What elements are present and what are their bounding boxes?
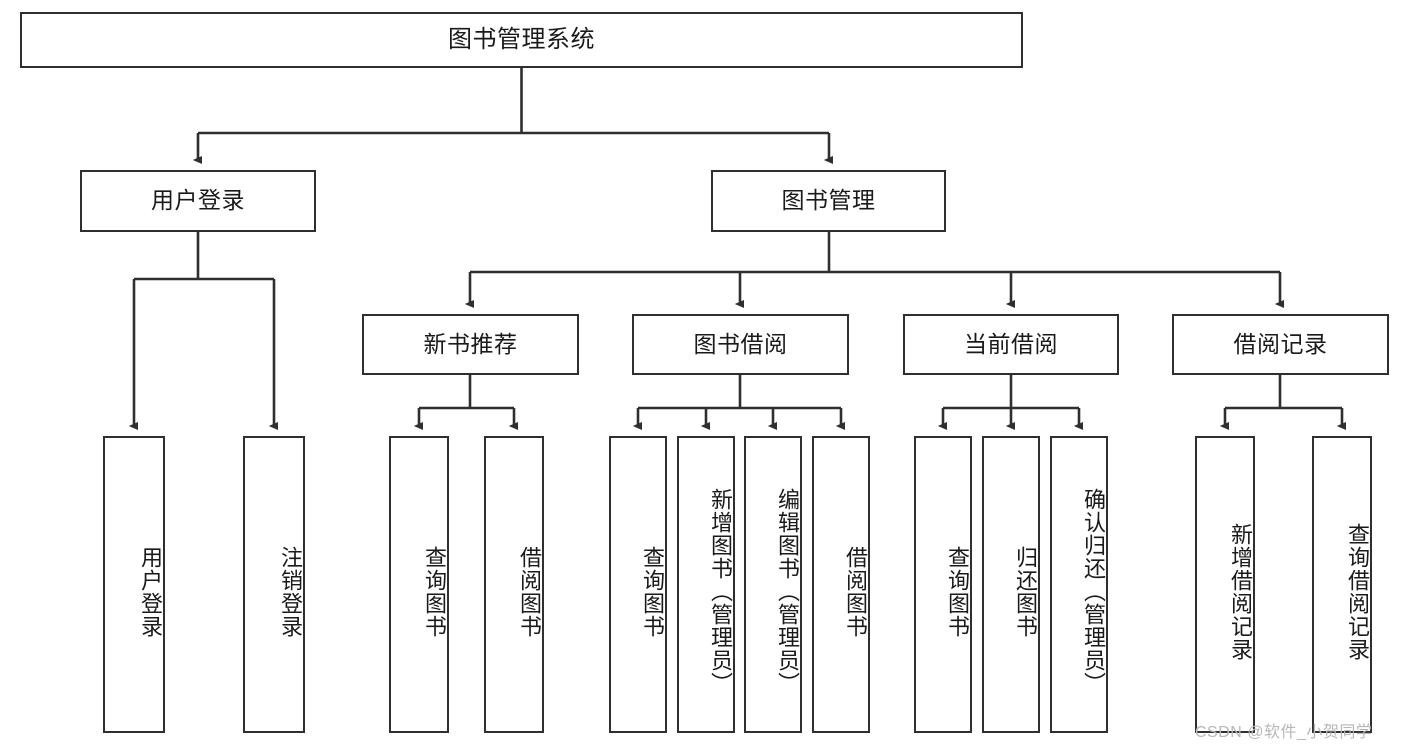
node-leaf-query-book-recommend[interactable]: 查询图书	[389, 436, 449, 733]
node-leaf-return-book[interactable]: 归还图书	[982, 436, 1040, 733]
node-leaf-query-book-current[interactable]: 查询图书	[914, 436, 972, 733]
node-root-book-management-system[interactable]: 图书管理系统	[20, 12, 1023, 68]
node-leaf-edit-book-admin[interactable]: 编辑图书（管理员）	[744, 436, 802, 733]
node-new-book-recommendation[interactable]: 新书推荐	[362, 314, 579, 375]
node-leaf-confirm-return-admin[interactable]: 确认归还（管理员）	[1050, 436, 1108, 733]
node-leaf-query-borrow-record[interactable]: 查询借阅记录	[1312, 436, 1372, 733]
node-leaf-add-book-admin[interactable]: 新增图书（管理员）	[677, 436, 735, 733]
node-leaf-query-book-borrowing[interactable]: 查询图书	[609, 436, 667, 733]
node-user-login[interactable]: 用户登录	[80, 170, 316, 232]
node-leaf-add-borrow-record[interactable]: 新增借阅记录	[1195, 436, 1255, 733]
node-leaf-logout[interactable]: 注销登录	[243, 436, 305, 733]
node-current-borrowing[interactable]: 当前借阅	[903, 314, 1119, 375]
csdn-watermark: CSDN @软件_小贺同学	[1195, 724, 1373, 741]
node-leaf-borrow-book[interactable]: 借阅图书	[812, 436, 870, 733]
node-borrowing-records[interactable]: 借阅记录	[1172, 314, 1389, 375]
node-book-borrowing[interactable]: 图书借阅	[632, 314, 849, 375]
node-leaf-user-login[interactable]: 用户登录	[103, 436, 165, 733]
node-leaf-borrow-book-recommend[interactable]: 借阅图书	[484, 436, 544, 733]
node-book-management[interactable]: 图书管理	[711, 170, 946, 232]
